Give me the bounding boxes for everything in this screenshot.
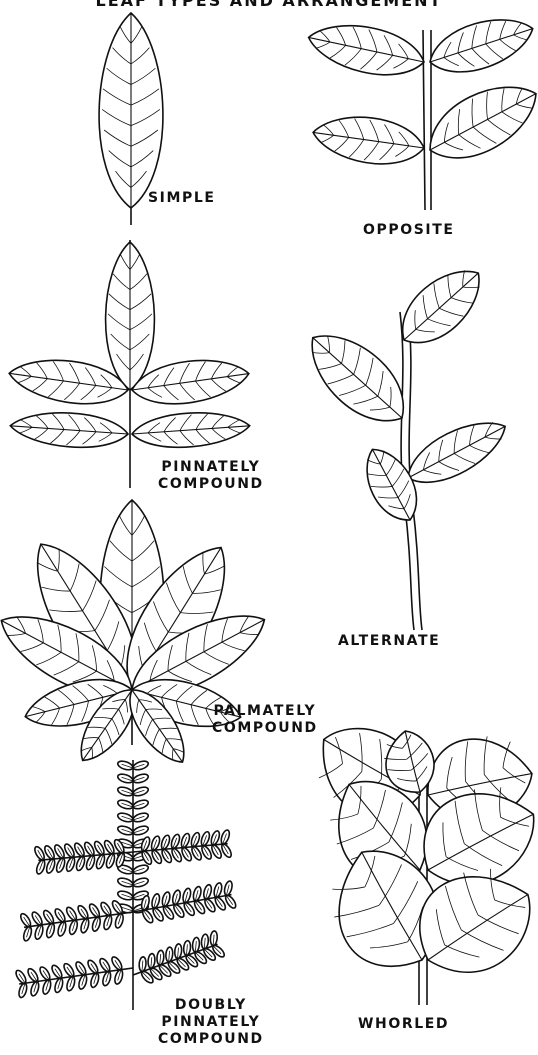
leaflet bbox=[201, 934, 209, 950]
leaf bbox=[398, 408, 515, 496]
leaflet bbox=[132, 824, 150, 836]
leaflet bbox=[132, 772, 150, 784]
leaf bbox=[106, 242, 155, 390]
leaflet bbox=[223, 880, 233, 896]
label-doubly-line1: DOUBLY bbox=[158, 997, 264, 1014]
leaf bbox=[388, 255, 495, 358]
leaflet bbox=[219, 829, 230, 845]
label-palmately-line1: PALMATELY bbox=[212, 703, 318, 720]
label-pinnately-line2: COMPOUND bbox=[158, 476, 264, 493]
label-doubly-pinnately-compound: DOUBLY PINNATELY COMPOUND bbox=[158, 997, 264, 1048]
leaflet bbox=[19, 912, 33, 928]
leaflet bbox=[14, 969, 28, 985]
label-doubly-line2: PINNATELY bbox=[158, 1014, 264, 1031]
leaf bbox=[99, 13, 163, 208]
leaflet bbox=[132, 811, 150, 823]
leaflet bbox=[86, 959, 100, 975]
leaf bbox=[417, 69, 538, 175]
label-palmately-compound: PALMATELY COMPOUND bbox=[212, 703, 318, 737]
leaflet bbox=[17, 982, 28, 998]
leaflet bbox=[22, 926, 33, 942]
leaf bbox=[310, 110, 427, 170]
pinnately-compound-illustration bbox=[6, 240, 251, 488]
label-pinnately-compound: PINNATELY COMPOUND bbox=[158, 459, 264, 493]
label-whorled: WHORLED bbox=[358, 1016, 449, 1033]
opposite-arrangement-illustration bbox=[304, 7, 538, 210]
label-pinnately-line1: PINNATELY bbox=[158, 459, 264, 476]
leaflet bbox=[26, 967, 40, 983]
leaflet bbox=[65, 906, 79, 922]
whorled-arrangement-illustration bbox=[303, 714, 538, 1005]
leaf bbox=[131, 409, 251, 451]
leaflet bbox=[117, 811, 135, 823]
leaf bbox=[9, 409, 129, 451]
leaflet bbox=[132, 759, 150, 771]
leaflet bbox=[117, 876, 135, 888]
leaflet bbox=[110, 955, 124, 971]
label-doubly-line3: COMPOUND bbox=[158, 1031, 264, 1048]
leaflet bbox=[117, 889, 135, 901]
leaf bbox=[354, 440, 428, 530]
label-simple: SIMPLE bbox=[148, 190, 216, 207]
leaflet bbox=[117, 824, 135, 836]
leaf bbox=[304, 15, 429, 84]
leaflet bbox=[88, 902, 102, 918]
doubly-pinnately-compound-illustration bbox=[14, 759, 238, 1010]
leaflet bbox=[74, 960, 88, 976]
leaflet bbox=[117, 785, 135, 797]
leaflet bbox=[98, 957, 112, 973]
label-palmately-line2: COMPOUND bbox=[212, 720, 318, 737]
leaflet bbox=[132, 785, 150, 797]
label-alternate: ALTERNATE bbox=[338, 633, 440, 650]
stem bbox=[423, 30, 425, 210]
label-opposite: OPPOSITE bbox=[363, 222, 455, 239]
leaflet bbox=[35, 859, 46, 875]
leaflet bbox=[165, 947, 173, 963]
leaflet bbox=[76, 904, 90, 920]
alternate-arrangement-illustration bbox=[294, 255, 515, 630]
leaflet bbox=[99, 901, 113, 917]
leaflet bbox=[53, 907, 67, 923]
leaflet bbox=[62, 962, 76, 978]
leaflet bbox=[117, 798, 135, 810]
leaflet bbox=[132, 876, 150, 888]
leaflet bbox=[192, 937, 200, 953]
leaflet bbox=[174, 944, 182, 960]
leaflet bbox=[132, 863, 150, 875]
leaflet bbox=[42, 909, 56, 925]
leaflet bbox=[156, 950, 164, 966]
leaflet bbox=[139, 957, 147, 973]
leaflet bbox=[183, 940, 191, 956]
leaflet bbox=[117, 759, 135, 771]
leaflet bbox=[30, 910, 44, 926]
leaflet bbox=[210, 931, 218, 947]
leaflet bbox=[147, 953, 155, 969]
leaflet bbox=[38, 965, 52, 981]
leaflet bbox=[50, 964, 64, 980]
leaflet bbox=[117, 772, 135, 784]
leaf bbox=[423, 7, 538, 83]
leaflet bbox=[132, 798, 150, 810]
